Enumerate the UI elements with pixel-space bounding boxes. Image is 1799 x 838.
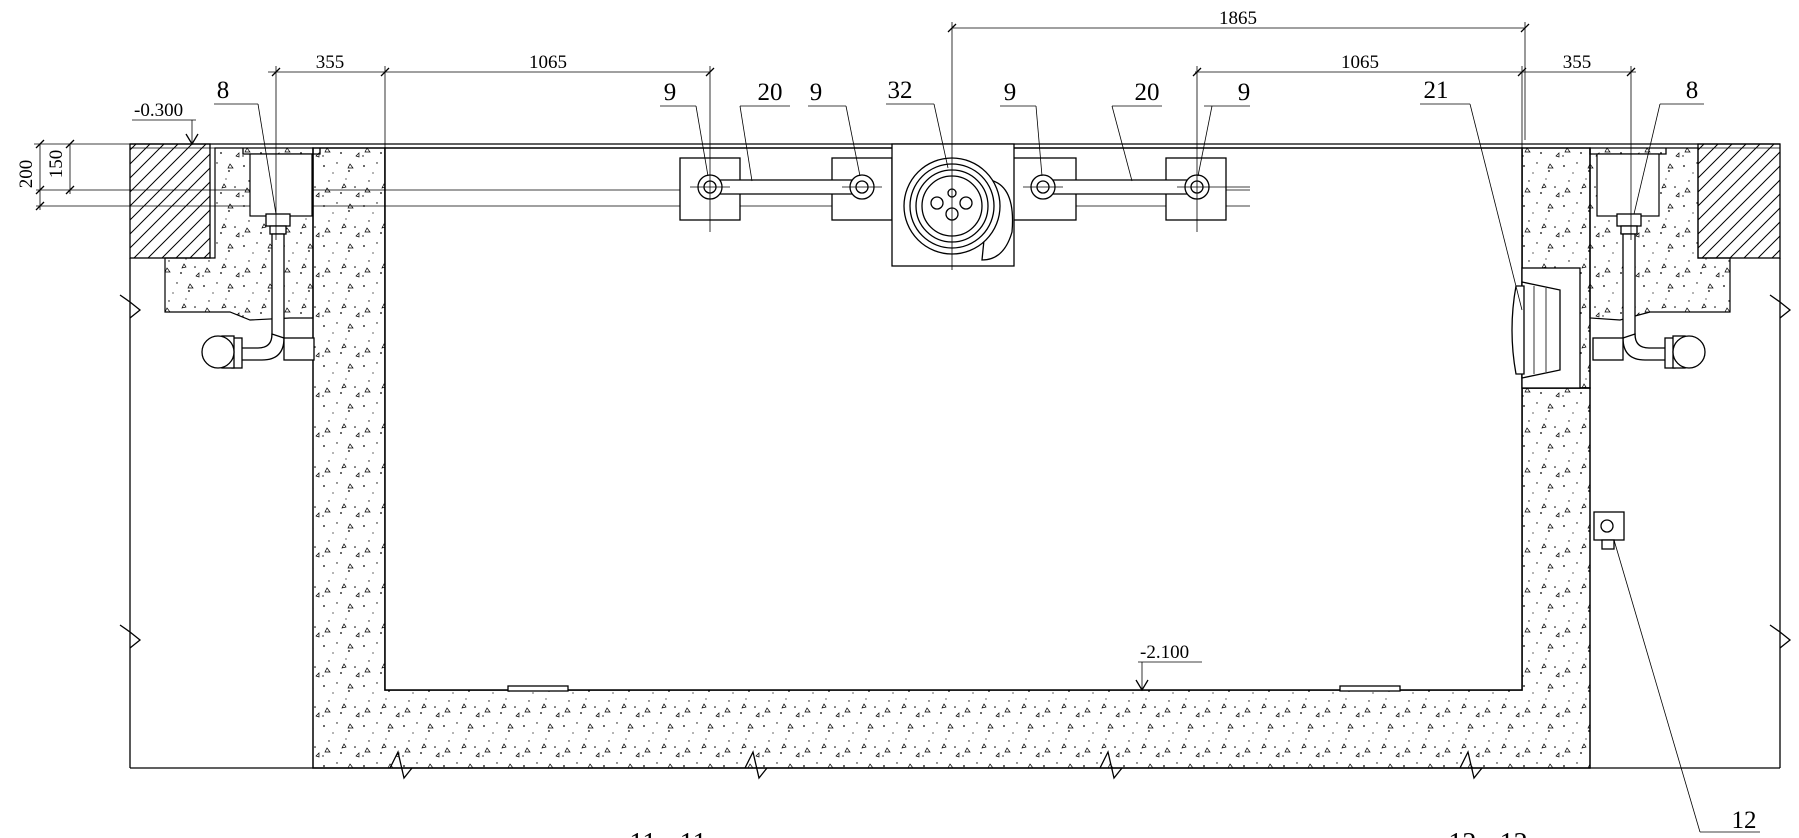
dim-150: 150	[46, 150, 67, 179]
dimension-labels: 1865 355 1065 1065 355 200 150	[16, 8, 1591, 188]
dimension-lines	[34, 22, 1636, 270]
callout-9-b: 9	[810, 79, 823, 106]
dim-355-right: 355	[1563, 52, 1592, 73]
callout-20-right: 20	[1135, 79, 1160, 106]
dim-1065-left: 1065	[529, 52, 567, 73]
right-riser-assembly	[1592, 213, 1706, 369]
section-title-right: 12 - 12	[1448, 828, 1527, 838]
dim-1865: 1865	[1219, 8, 1257, 29]
callout-8-right: 8	[1686, 77, 1699, 104]
ground-outline	[119, 258, 1792, 780]
callout-20-left: 20	[758, 79, 783, 106]
central-fitting-32	[891, 143, 1015, 267]
wall-mounted-unit-21	[1511, 267, 1581, 389]
callout-leaders	[214, 103, 1760, 833]
callout-21: 21	[1424, 77, 1449, 104]
level-top: -0.300	[134, 100, 183, 121]
dim-1065-right: 1065	[1341, 52, 1379, 73]
callout-12: 12	[1732, 807, 1757, 834]
soil-hatch-right	[1697, 143, 1781, 259]
callout-8-left: 8	[217, 77, 230, 104]
dim-355-left: 355	[316, 52, 345, 73]
callout-9-d: 9	[1238, 79, 1251, 106]
callout-9-a: 9	[664, 79, 677, 106]
left-riser-assembly	[201, 213, 315, 369]
callout-32: 32	[888, 77, 913, 104]
soil-hatch-left	[129, 143, 211, 259]
callout-9-c: 9	[1004, 79, 1017, 106]
junction-box-12	[1593, 511, 1625, 550]
pipe-assembly-left	[679, 157, 893, 221]
level-marks: -0.300 -2.100	[132, 100, 1202, 692]
level-bottom: -2.100	[1140, 642, 1189, 663]
callout-labels: 8 9 20 9 32 9 20 9 21 8 12	[217, 77, 1757, 834]
section-title-left: 11 - 11	[629, 828, 706, 838]
dim-200: 200	[16, 160, 37, 189]
section-titles: 11 - 11 12 - 12	[629, 828, 1527, 838]
